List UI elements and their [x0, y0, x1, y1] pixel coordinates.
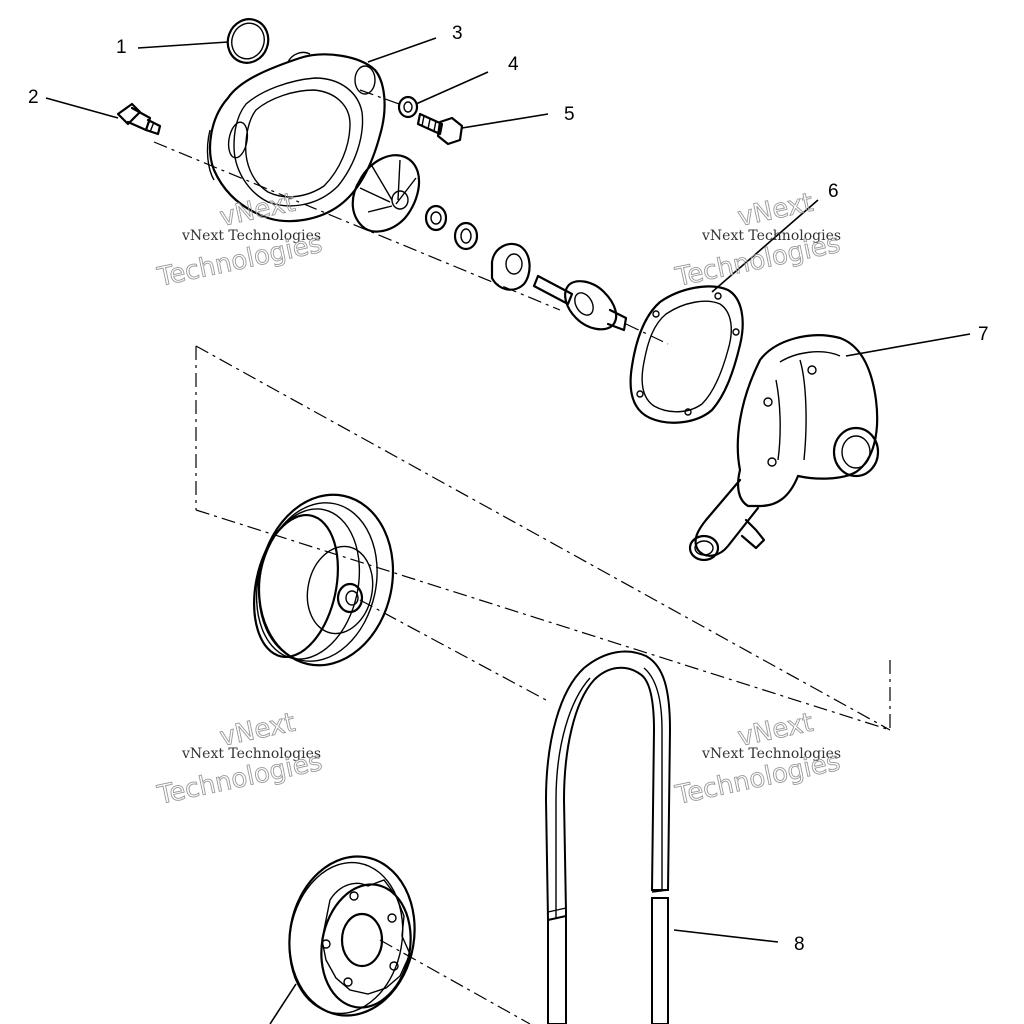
pump-gasket-part[interactable] — [629, 285, 744, 424]
callout-6: 6 — [828, 181, 839, 202]
seal-ring-part[interactable] — [453, 221, 479, 251]
callout-8: 8 — [794, 934, 805, 955]
crank-pulley-part[interactable] — [277, 846, 427, 1024]
pump-cover-part[interactable] — [206, 51, 386, 223]
seal-ring-part[interactable] — [424, 204, 448, 232]
callout-5: 5 — [564, 104, 575, 125]
watermark-bottom-right: vNext vNext Technologies Technologies — [672, 707, 843, 811]
o-ring-part[interactable] — [222, 13, 275, 68]
callout-4: 4 — [508, 54, 519, 75]
assembly-centerlines — [153, 89, 891, 1024]
hex-bolt-part[interactable] — [416, 112, 464, 146]
watermark-outline-vnext: vNext — [735, 188, 816, 233]
watermark-text: vNext Technologies — [701, 746, 841, 762]
callout-2: 2 — [28, 87, 39, 108]
washer-part[interactable] — [397, 95, 419, 119]
callout-3: 3 — [452, 23, 463, 44]
shaft-bearing-part[interactable] — [532, 274, 628, 332]
watermark-top-left: vNext vNext Technologies Technologies — [154, 187, 325, 293]
watermark-text: vNext Technologies — [181, 228, 321, 244]
pump-pulley-part[interactable] — [242, 482, 409, 678]
callout-labels: 1 2 3 4 5 6 7 8 — [28, 23, 989, 955]
mechanical-seal-part[interactable] — [490, 242, 531, 291]
watermark-text: vNext Technologies — [181, 746, 321, 762]
impeller-part[interactable] — [351, 154, 421, 233]
leader-lines — [45, 37, 971, 1024]
watermark-top-right: vNext vNext Technologies Technologies — [672, 187, 843, 293]
watermark-text: vNext Technologies — [701, 228, 841, 244]
v-belt-part[interactable] — [544, 650, 672, 1024]
drain-bolt-part[interactable] — [116, 102, 162, 136]
watermark-bottom-left: vNext vNext Technologies Technologies — [154, 707, 325, 811]
pump-body-part[interactable] — [688, 334, 880, 562]
callout-1: 1 — [116, 37, 127, 58]
callout-7: 7 — [978, 324, 989, 345]
